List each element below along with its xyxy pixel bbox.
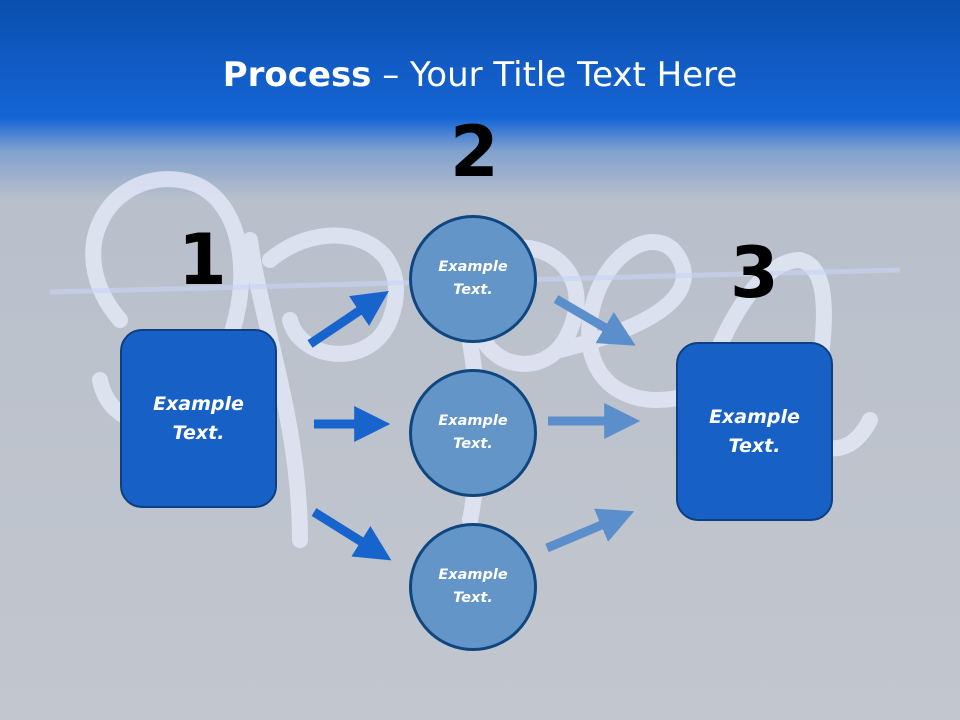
- step-3-text-line2: Text.: [728, 434, 781, 457]
- title-bold: Process: [222, 55, 372, 95]
- circle-middle-line1: Example: [438, 413, 508, 429]
- step-number-3: 3: [730, 232, 779, 314]
- arrow-bottom-to-3: [545, 508, 635, 553]
- step-number-2: 2: [450, 111, 499, 193]
- title-rest: – Your Title Text Here: [371, 55, 738, 95]
- circle-middle-line2: Text.: [453, 436, 493, 452]
- step-1-text-line2: Text.: [172, 421, 225, 444]
- step-3-text-line1: Example: [709, 405, 800, 428]
- circle-top-line1: Example: [438, 259, 508, 275]
- arrow-1-to-bottom: [311, 508, 392, 561]
- circle-bottom-line2: Text.: [453, 590, 493, 606]
- circle-bottom-line1: Example: [438, 567, 508, 583]
- arrow-top-to-3: [553, 295, 636, 346]
- arrow-1-to-top: [307, 290, 389, 348]
- step-1-text-line1: Example: [153, 392, 244, 415]
- step-number-1: 1: [178, 219, 227, 301]
- page-title: Process – Your Title Text Here: [0, 52, 960, 98]
- circle-top-line2: Text.: [453, 282, 493, 298]
